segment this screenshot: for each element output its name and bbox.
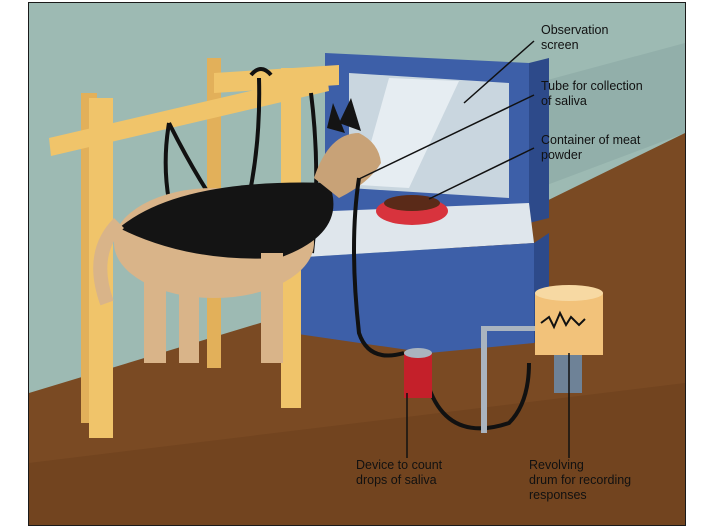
tube-to-drum xyxy=(427,362,531,431)
pavlov-apparatus-illustration xyxy=(29,3,685,525)
table-top xyxy=(284,203,534,258)
callout-lines xyxy=(358,40,570,458)
label-recording-drum: Revolving drum for recording responses xyxy=(529,458,632,502)
screen-glare xyxy=(359,78,459,188)
label-saliva-tube: Tube for collection of saliva xyxy=(541,79,643,108)
response-trace xyxy=(540,310,586,330)
lever-post xyxy=(481,328,487,433)
table-front xyxy=(289,243,534,353)
top-beam-right xyxy=(214,65,339,93)
lever-arm xyxy=(481,326,541,331)
screen-side xyxy=(529,58,549,223)
drop-counter-top xyxy=(404,348,432,358)
diagram-frame: Observation screen Tube for collection o… xyxy=(28,2,686,526)
label-drop-counter: Device to count drops of saliva xyxy=(356,458,443,487)
floor-shade xyxy=(29,383,685,525)
recording-drum xyxy=(535,293,603,355)
dog xyxy=(93,98,381,363)
drop-counter-body xyxy=(404,353,432,398)
meat-powder xyxy=(384,195,440,211)
label-meat-container: Container of meat powder xyxy=(541,133,641,162)
saliva-tube xyxy=(352,177,405,358)
label-observation-screen: Observation screen xyxy=(541,23,609,52)
